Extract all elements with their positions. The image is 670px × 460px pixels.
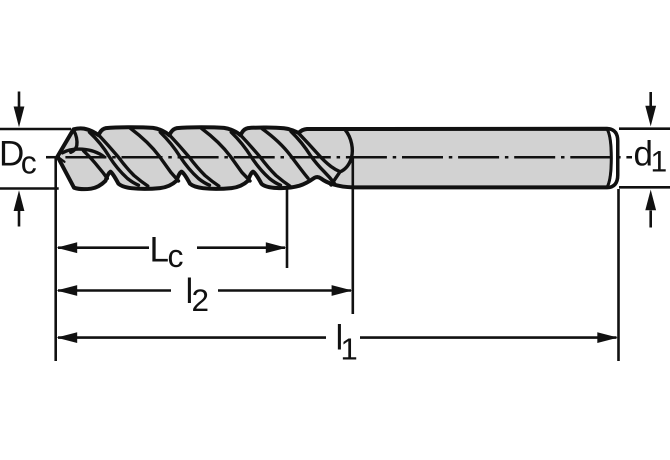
svg-text:2: 2 [192, 282, 210, 318]
svg-text:l: l [336, 319, 344, 358]
svg-text:1: 1 [651, 146, 668, 179]
svg-text:c: c [168, 238, 184, 274]
svg-text:c: c [21, 145, 37, 181]
svg-text:1: 1 [341, 332, 358, 367]
svg-text:l: l [186, 272, 194, 311]
svg-text:L: L [150, 230, 169, 269]
svg-text:d: d [634, 135, 653, 174]
svg-text:D: D [0, 134, 24, 173]
